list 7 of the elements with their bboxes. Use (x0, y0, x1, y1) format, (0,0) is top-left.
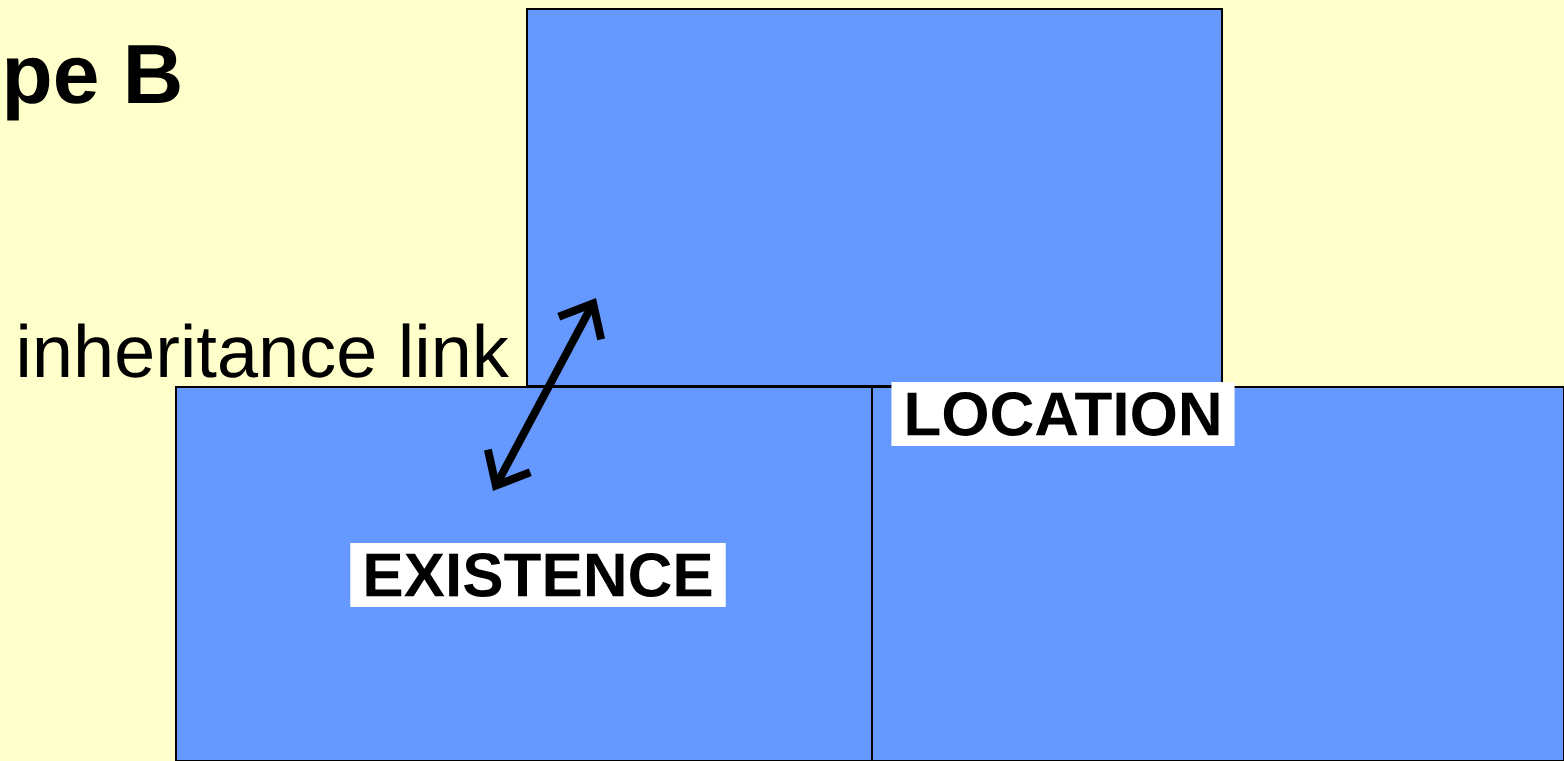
title: pe B (6, 45, 180, 121)
annotation-label: inheritance link (20, 323, 509, 378)
node-label: LOCATION (907, 392, 1219, 436)
double-arrow (484, 298, 605, 491)
box (526, 8, 1223, 387)
text-box: EXISTENCE (175, 386, 873, 761)
text-box: LOCATION (871, 382, 1564, 761)
